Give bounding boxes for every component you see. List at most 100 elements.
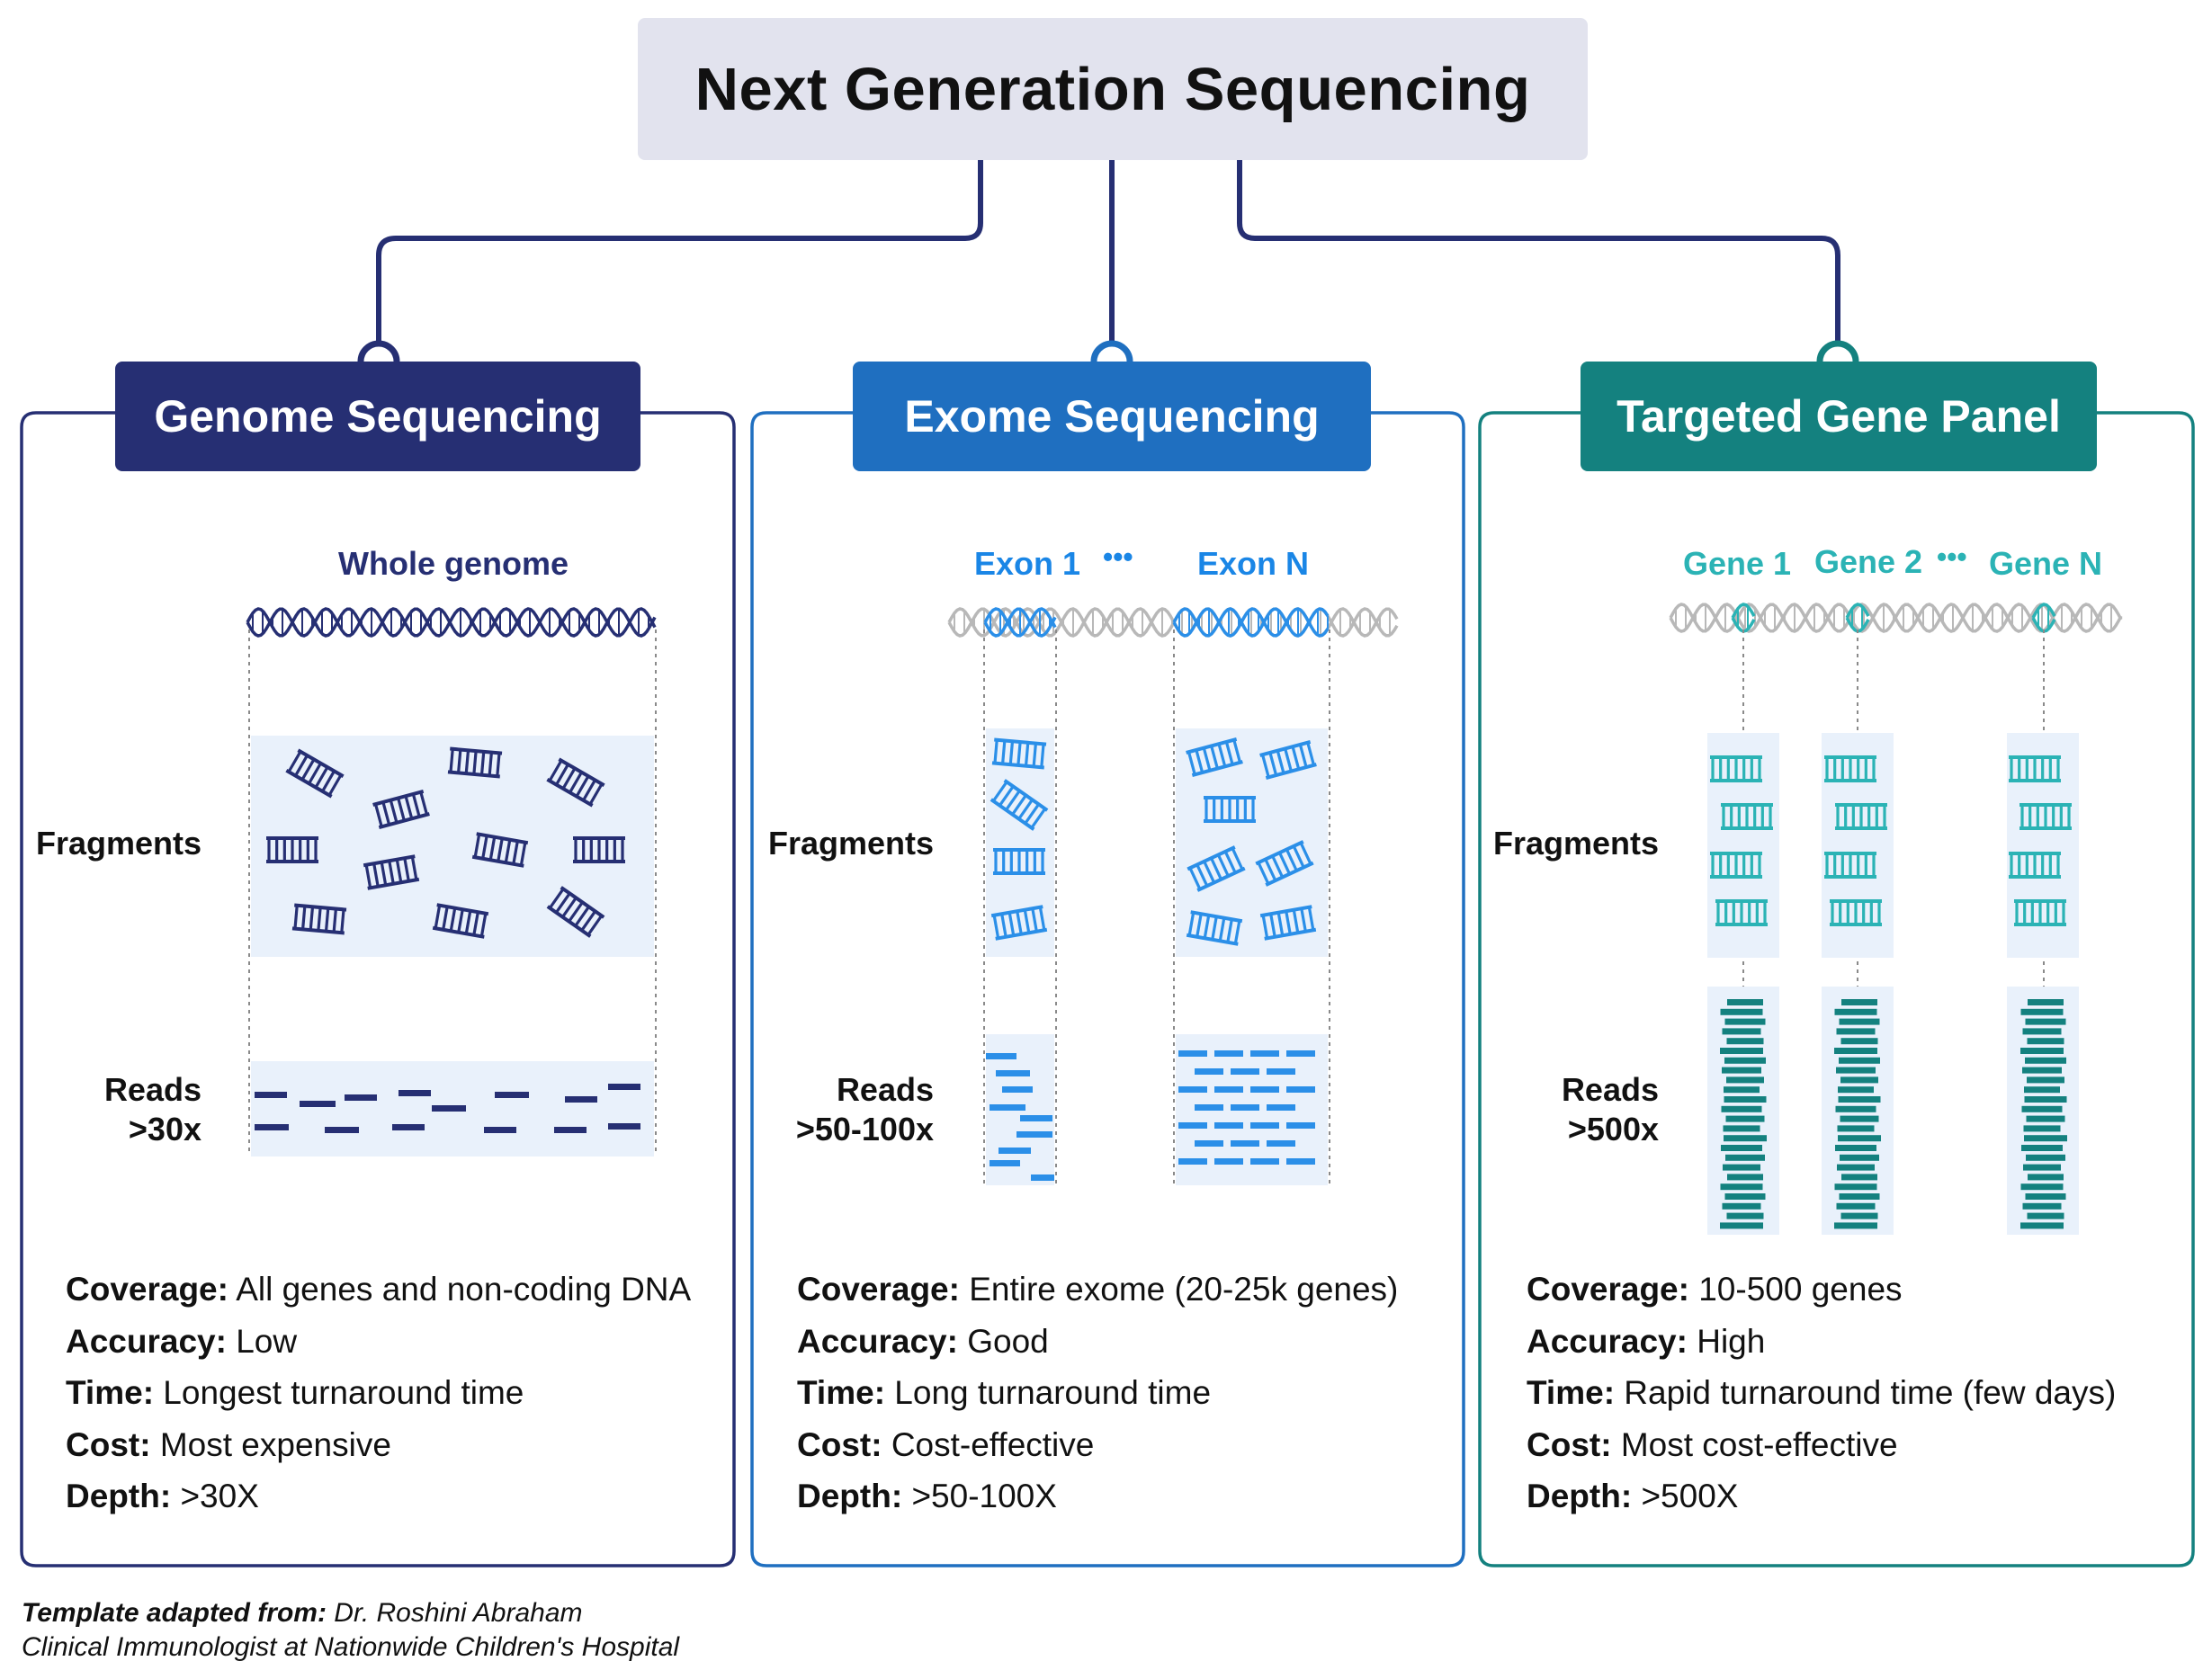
fragment-genome bbox=[471, 832, 529, 868]
read-exon-1 bbox=[1020, 1115, 1052, 1121]
page-title: Next Generation Sequencing bbox=[638, 18, 1588, 160]
read-gene bbox=[1836, 1067, 1876, 1074]
header-exome-sequencing: Exome Sequencing bbox=[853, 362, 1371, 471]
read-gene bbox=[2028, 1174, 2064, 1181]
read-genome bbox=[255, 1092, 287, 1098]
fragment-gene bbox=[2009, 755, 2061, 782]
read-exon-1 bbox=[999, 1148, 1031, 1154]
info-accuracy: Accuracy: High bbox=[1527, 1322, 1766, 1360]
read-exon-n bbox=[1286, 1050, 1315, 1057]
read-gene bbox=[1838, 1086, 1874, 1094]
connector-lines bbox=[376, 160, 1840, 360]
exon-n-dna bbox=[1172, 607, 1330, 638]
read-exon-n bbox=[1178, 1050, 1207, 1057]
read-gene bbox=[2021, 1145, 2063, 1151]
reads-title-exome: Reads bbox=[836, 1071, 934, 1108]
fragment-gene bbox=[2009, 852, 2061, 879]
read-gene bbox=[1726, 1212, 1764, 1219]
read-gene bbox=[1727, 999, 1763, 1005]
label-gene-1: Gene 1 bbox=[1683, 545, 1792, 582]
credit-note: Template adapted from: Dr. Roshini Abrah… bbox=[22, 1596, 679, 1665]
fragment-genome bbox=[291, 903, 347, 935]
label-gene-2: Gene 2 bbox=[1814, 543, 1923, 580]
fragment-genome bbox=[432, 903, 489, 939]
info-coverage: Coverage: All genes and non-coding DNA bbox=[66, 1271, 692, 1308]
read-gene bbox=[1839, 1057, 1880, 1064]
read-gene bbox=[1834, 1048, 1877, 1054]
read-gene bbox=[1839, 1193, 1880, 1200]
read-gene bbox=[1838, 1135, 1881, 1142]
fragment-genome bbox=[285, 748, 345, 799]
reads-label-exome: Reads >50-100x bbox=[757, 1070, 934, 1149]
fragment-gene bbox=[2019, 803, 2072, 830]
read-gene bbox=[1840, 1115, 1879, 1122]
header-genome-sequencing: Genome Sequencing bbox=[115, 362, 640, 471]
fragment-gene bbox=[1710, 755, 1762, 782]
read-exon-1 bbox=[1031, 1174, 1054, 1181]
read-gene bbox=[1836, 1028, 1876, 1035]
fragment-exome bbox=[1186, 910, 1243, 946]
read-gene bbox=[1834, 1222, 1877, 1229]
info-list-genome: Coverage: All genes and non-coding DNA A… bbox=[66, 1264, 731, 1523]
read-gene bbox=[1722, 1028, 1761, 1035]
read-exon-n bbox=[1286, 1086, 1315, 1093]
header-targeted-gene-panel: Targeted Gene Panel bbox=[1581, 362, 2097, 471]
read-gene bbox=[1724, 1086, 1760, 1094]
read-gene bbox=[1724, 1096, 1767, 1103]
fragment-gene bbox=[1835, 803, 1887, 830]
read-gene bbox=[1723, 1164, 1760, 1171]
gene-1-dna bbox=[1731, 603, 1756, 633]
read-gene bbox=[1837, 1164, 1875, 1171]
label-whole-genome: Whole genome bbox=[338, 545, 569, 582]
read-gene bbox=[1841, 1174, 1877, 1181]
read-gene bbox=[1834, 1183, 1877, 1191]
read-exon-1 bbox=[990, 1160, 1020, 1166]
read-gene bbox=[2025, 1018, 2066, 1025]
fragment-gene bbox=[1824, 852, 1876, 879]
read-exon-1 bbox=[986, 1053, 1016, 1059]
read-exon-n bbox=[1267, 1068, 1295, 1075]
fragment-gene bbox=[1830, 899, 1882, 926]
read-gene bbox=[2026, 1154, 2065, 1161]
read-gene bbox=[2020, 1222, 2064, 1229]
fragment-exome bbox=[1204, 796, 1256, 823]
fragments-label-exome: Fragments bbox=[767, 825, 934, 862]
read-exon-n bbox=[1250, 1122, 1279, 1129]
read-exon-n bbox=[1286, 1122, 1315, 1129]
read-gene bbox=[1834, 1008, 1877, 1015]
info-depth: Depth: >50-100X bbox=[797, 1478, 1057, 1514]
read-genome bbox=[392, 1124, 425, 1130]
fragment-gene bbox=[1721, 803, 1773, 830]
exon-1-dna bbox=[983, 607, 1057, 638]
read-exon-n bbox=[1195, 1140, 1223, 1147]
fragments-label-panel: Fragments bbox=[1492, 825, 1659, 862]
read-exon-n bbox=[1231, 1140, 1259, 1147]
read-exon-n bbox=[1195, 1068, 1223, 1075]
read-exon-n bbox=[1231, 1104, 1259, 1111]
read-gene bbox=[2022, 1202, 2062, 1210]
read-gene bbox=[2023, 1125, 2061, 1132]
read-gene bbox=[2027, 1076, 2064, 1084]
read-gene bbox=[1840, 1038, 1878, 1045]
fragment-exome bbox=[990, 779, 1049, 831]
read-exon-n bbox=[1214, 1122, 1243, 1129]
fragment-exome bbox=[993, 848, 1045, 875]
read-gene bbox=[2024, 1096, 2067, 1103]
credit-line-1: Template adapted from: Dr. Roshini Abrah… bbox=[22, 1598, 583, 1628]
read-exon-1 bbox=[1002, 1086, 1033, 1093]
read-genome bbox=[345, 1094, 377, 1101]
fragment-exome bbox=[1259, 905, 1317, 941]
read-gene bbox=[1723, 1125, 1760, 1132]
reads-depth-exome: >50-100x bbox=[795, 1111, 934, 1148]
read-gene bbox=[2024, 1135, 2067, 1142]
info-coverage: Coverage: Entire exome (20-25k genes) bbox=[797, 1271, 1399, 1308]
read-gene bbox=[1840, 1212, 1878, 1219]
read-genome bbox=[608, 1084, 640, 1090]
info-list-exome: Coverage: Entire exome (20-25k genes) Ac… bbox=[797, 1264, 1463, 1523]
read-gene bbox=[1720, 1008, 1763, 1015]
read-gene bbox=[1720, 1048, 1763, 1054]
fragment-exome bbox=[1187, 845, 1246, 892]
read-gene bbox=[1726, 1076, 1764, 1084]
read-gene bbox=[1726, 1038, 1764, 1045]
read-exon-n bbox=[1286, 1158, 1315, 1165]
